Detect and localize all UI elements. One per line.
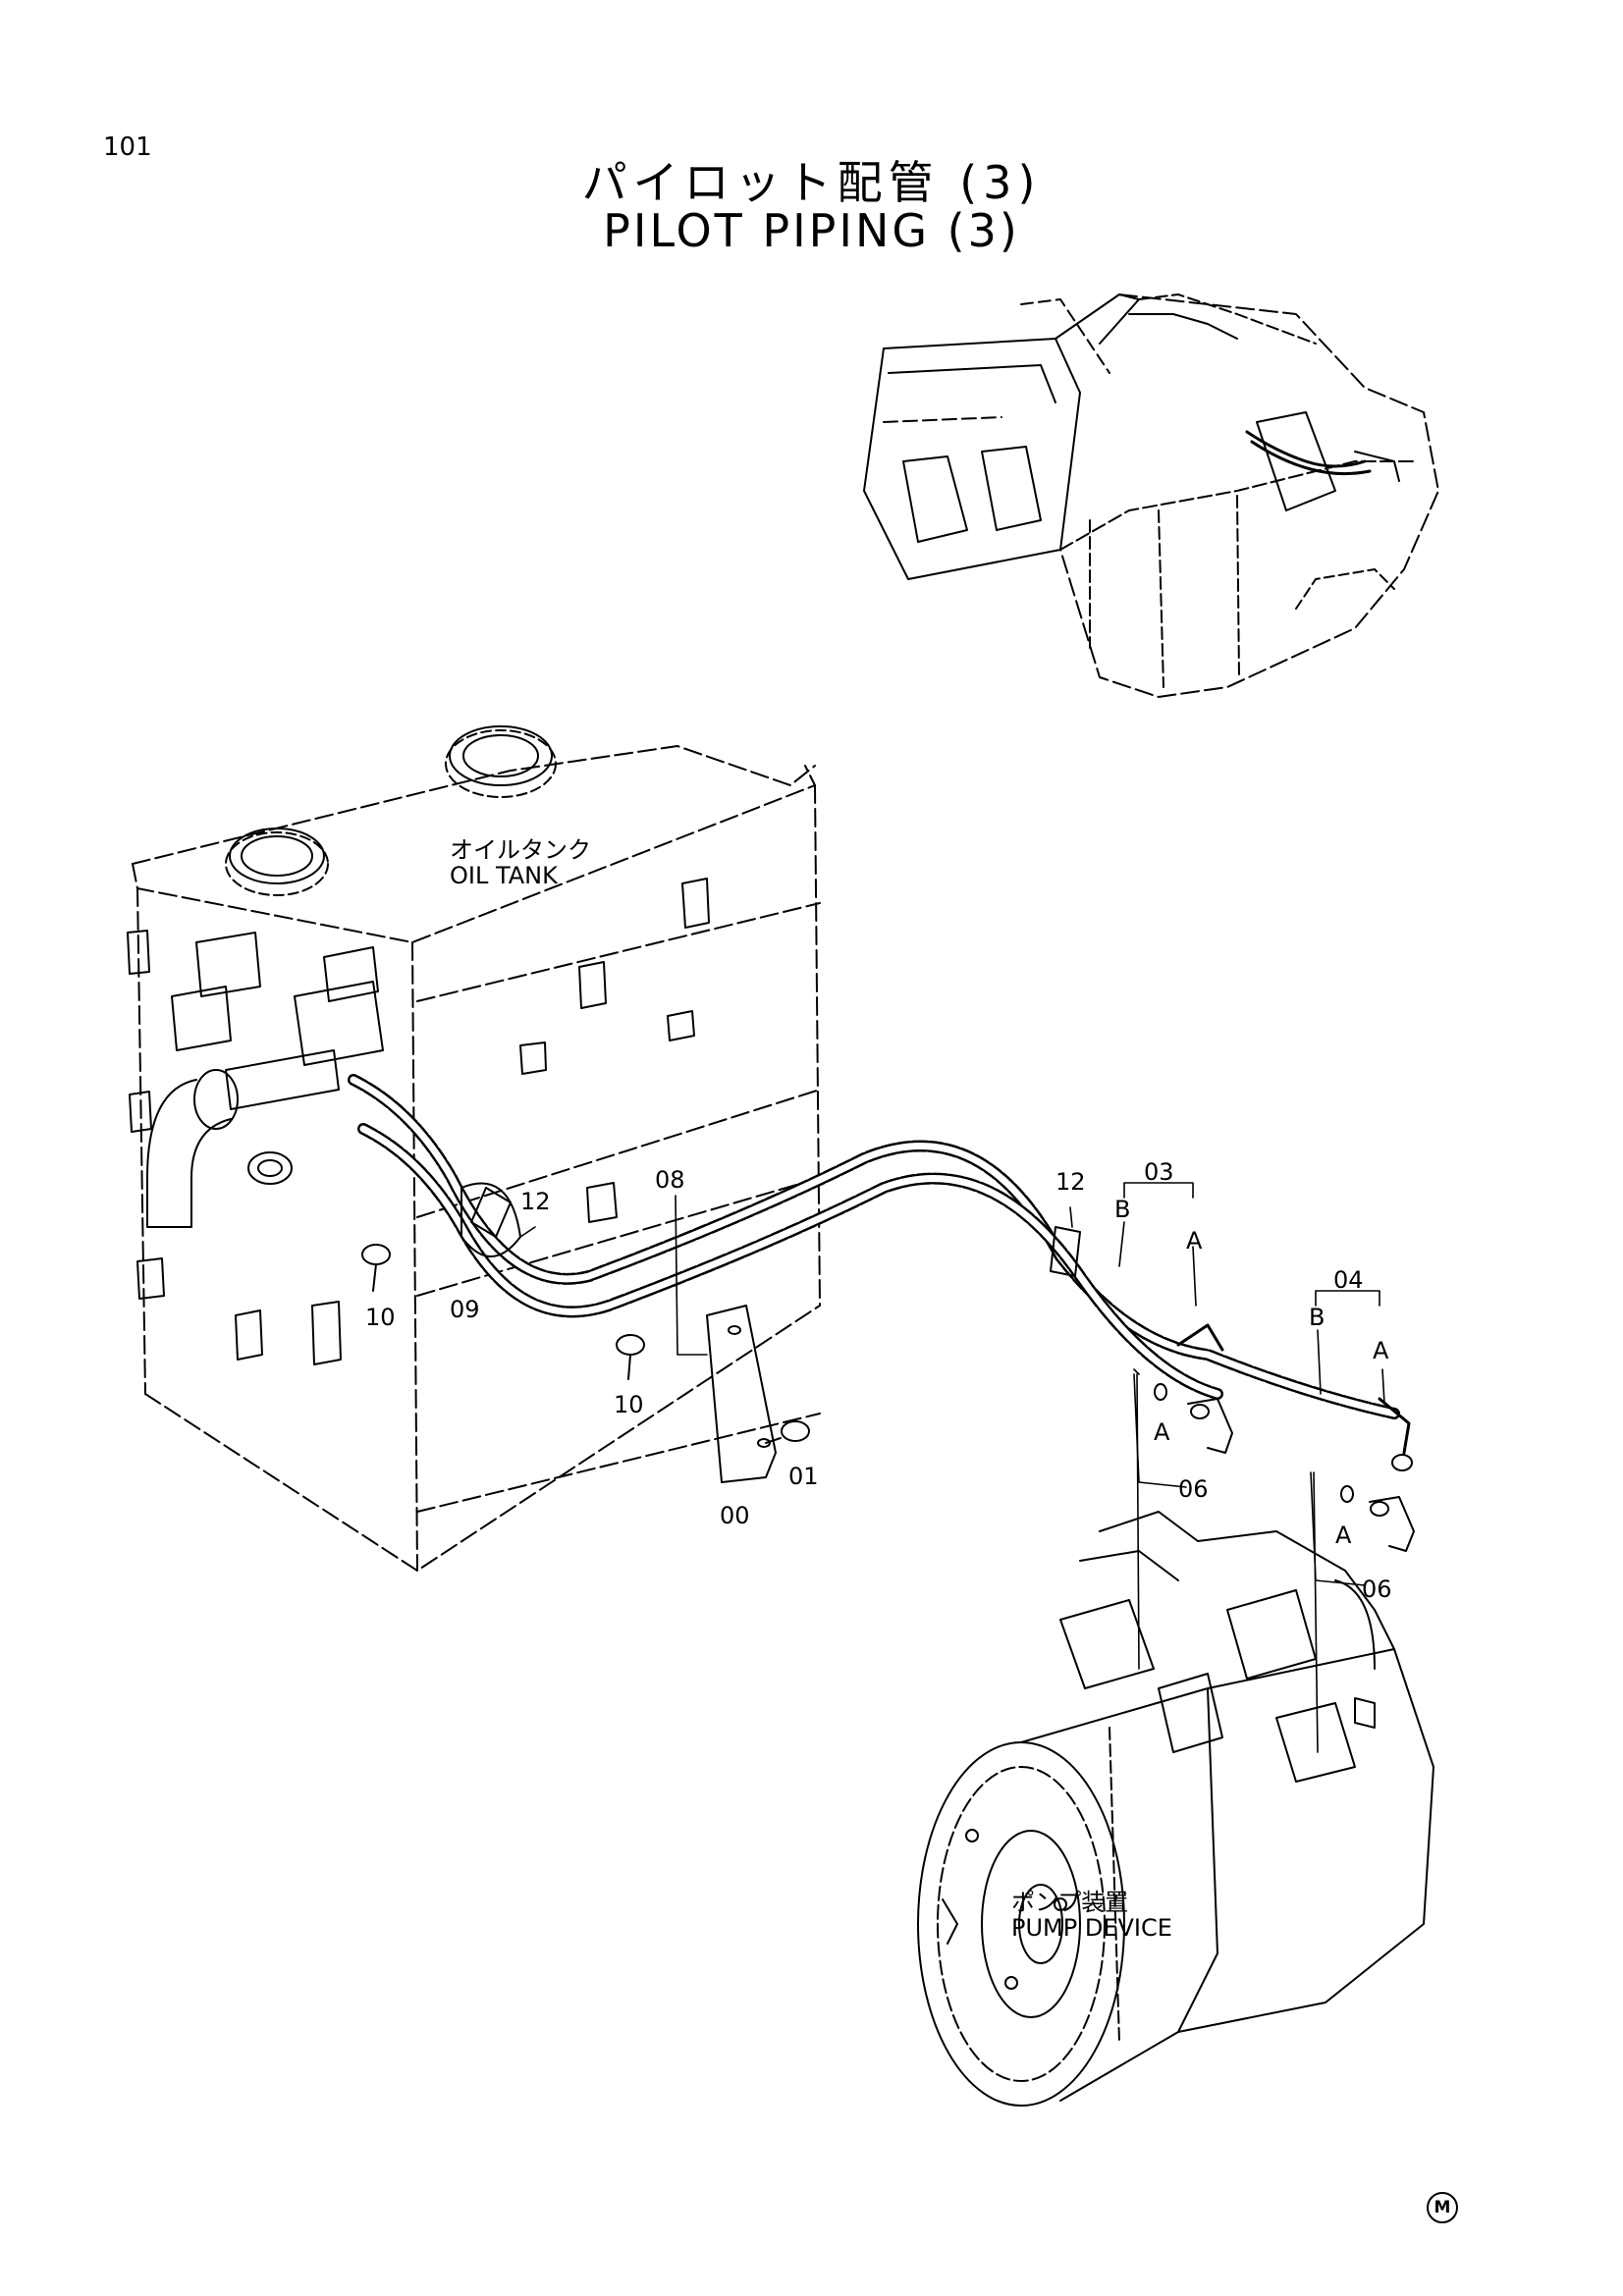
callout-12-left: 12	[520, 1188, 551, 1215]
pump-device-label-en: PUMP DEVICE	[1011, 1914, 1172, 1942]
callout-00: 00	[720, 1502, 750, 1529]
pump-device-label-jp: ポンプ装置	[1011, 1889, 1129, 1916]
oil-tank	[128, 726, 820, 1571]
callout-08: 08	[655, 1166, 685, 1194]
callout-12-right: 12	[1055, 1168, 1086, 1196]
fitting-a-upper: A	[1154, 1418, 1170, 1446]
hose-end-a-03: A	[1186, 1227, 1203, 1255]
pump-device	[918, 1512, 1434, 2106]
hose-end-b-04: B	[1309, 1304, 1325, 1331]
excavator-overview	[864, 294, 1438, 697]
callout-06-upper: 06	[1178, 1475, 1209, 1503]
page-number: 101	[103, 133, 152, 162]
title-english: PILOT PIPING (3)	[603, 204, 1020, 257]
hose-end-a-04: A	[1373, 1337, 1389, 1364]
callout-10-left: 10	[365, 1304, 396, 1331]
oil-tank-label-en: OIL TANK	[450, 862, 558, 889]
callout-10-middle: 10	[614, 1391, 644, 1418]
maker-mark-icon: M	[1427, 2192, 1458, 2223]
callout-04: 04	[1333, 1266, 1364, 1294]
fitting-a-lower: A	[1335, 1522, 1352, 1549]
callout-03: 03	[1144, 1158, 1174, 1186]
hose-end-b-03: B	[1114, 1196, 1131, 1223]
callout-01: 01	[788, 1463, 819, 1490]
pilot-hoses	[353, 1080, 1412, 1470]
callout-06-lower: 06	[1362, 1575, 1392, 1603]
elbow-fittings	[1155, 1384, 1414, 1551]
oil-tank-label-jp: オイルタンク	[450, 836, 591, 864]
callout-09: 09	[450, 1296, 480, 1323]
bracket-plate	[707, 1306, 809, 1482]
title-japanese: パイロット配管 (3)	[581, 156, 1042, 209]
leader-lines	[520, 1183, 1384, 1752]
